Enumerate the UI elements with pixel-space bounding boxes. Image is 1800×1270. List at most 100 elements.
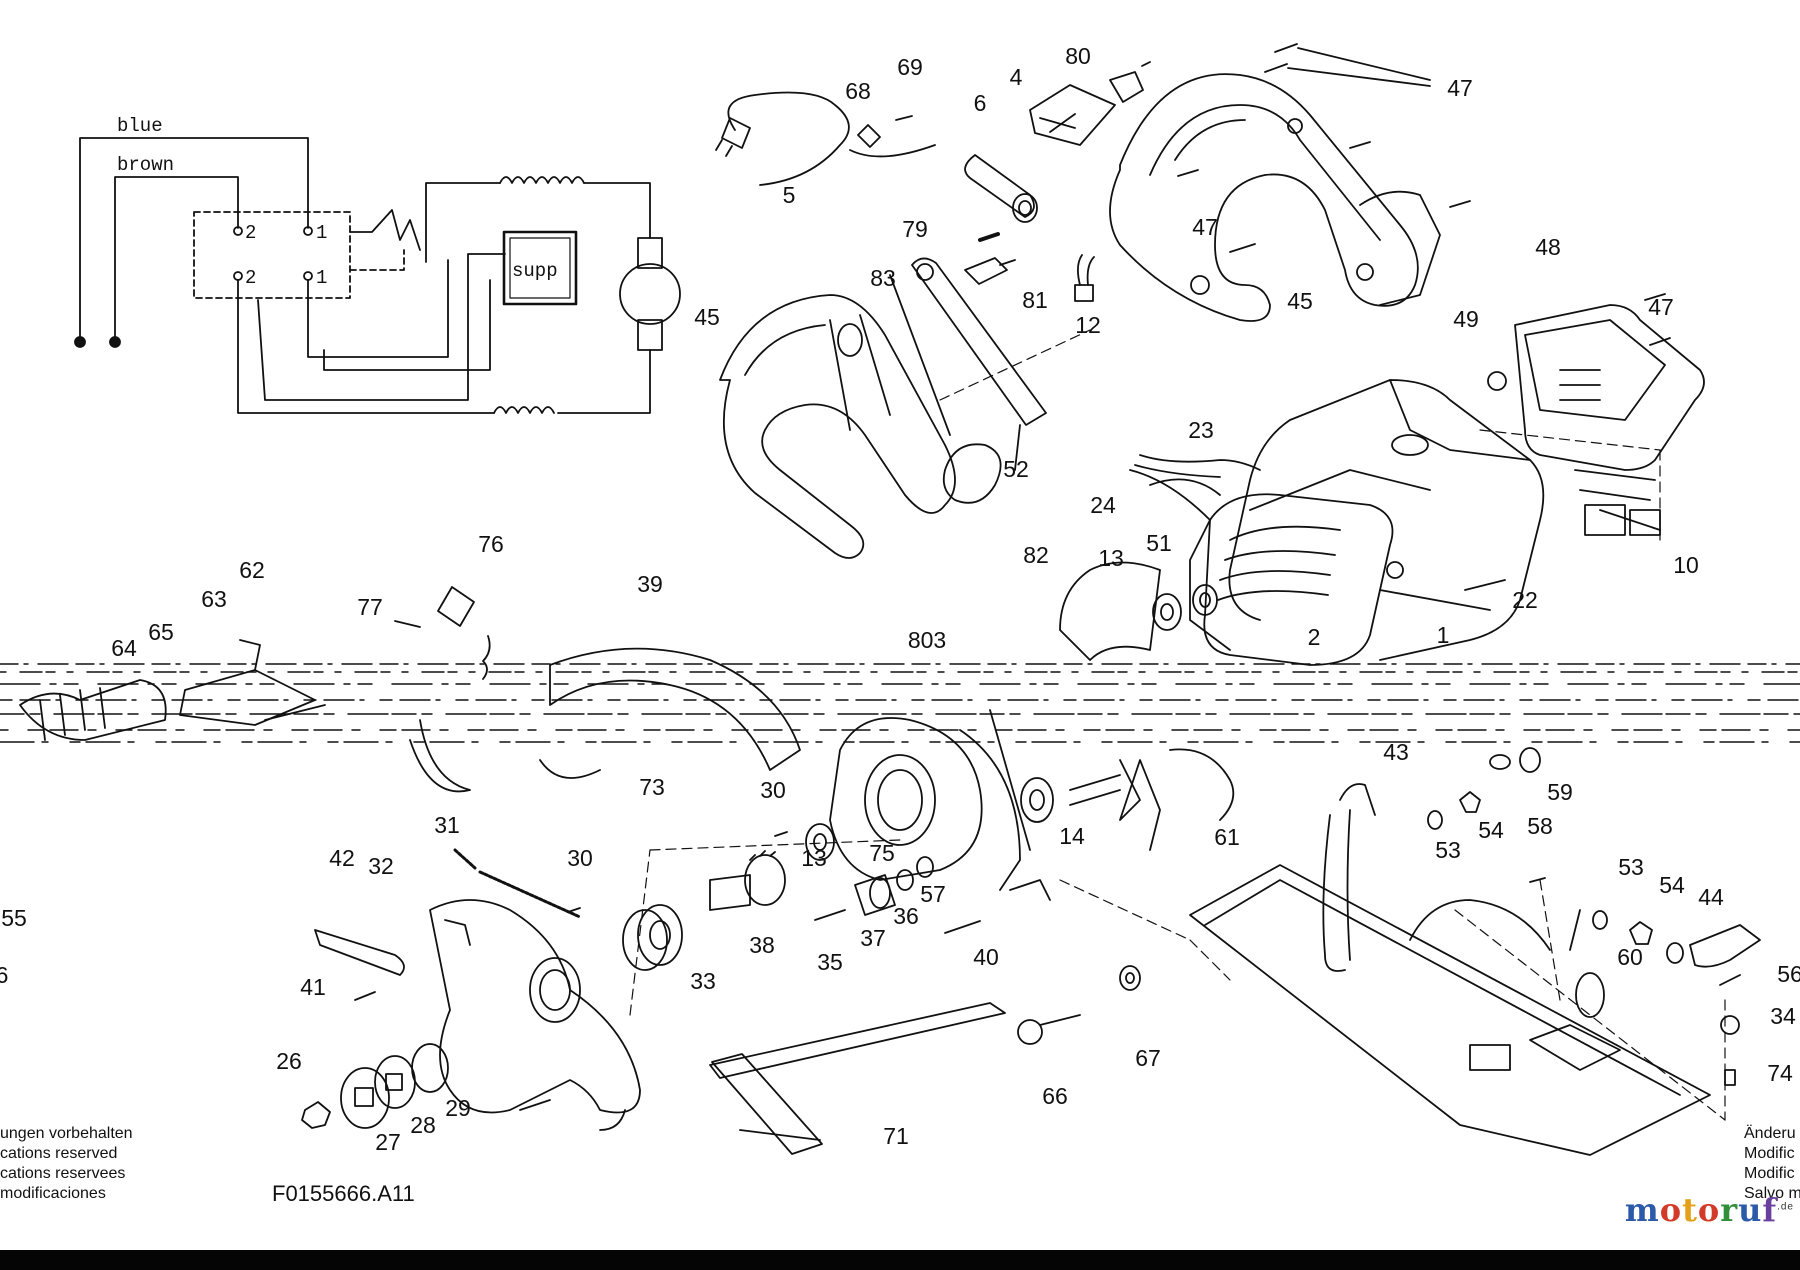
terminal-cover — [1487, 293, 1705, 536]
callout-12: 12 — [1075, 312, 1101, 338]
callout-6: 6 — [974, 90, 987, 116]
site-logo[interactable]: motoruf.de — [1625, 1191, 1794, 1229]
callout-32: 32 — [368, 853, 394, 879]
callout-74: 74 — [1767, 1060, 1793, 1086]
callout-62: 62 — [239, 557, 265, 583]
motor-wires — [1134, 454, 1261, 478]
rip-fence — [709, 1002, 1006, 1155]
logo-letter: r — [1720, 1191, 1739, 1229]
callout-47c: 47 — [1648, 294, 1674, 320]
callout-79: 79 — [902, 216, 928, 242]
callout-63: 63 — [201, 586, 227, 612]
right-fasteners — [1427, 747, 1761, 1086]
motor-symbol — [619, 263, 681, 325]
note-right-3: Modific — [1744, 1165, 1795, 1182]
switch-box — [193, 211, 351, 299]
callout-80: 80 — [1065, 43, 1091, 69]
bearing-33 — [622, 904, 683, 971]
callout-76: 76 — [478, 531, 504, 557]
callout-5: 5 — [783, 182, 796, 208]
knob-66 — [1017, 965, 1141, 1045]
note-right-4: Salvo m — [1744, 1185, 1800, 1202]
gear-housing — [829, 709, 1051, 901]
callout-1: 1 — [1437, 622, 1450, 648]
callout-51: 51 — [1146, 530, 1172, 556]
small-clip — [964, 232, 1016, 285]
logo-letter: u — [1738, 1191, 1763, 1229]
callout-803: 803 — [908, 627, 946, 653]
callout-40: 40 — [973, 944, 999, 970]
motor-housing — [1228, 379, 1545, 661]
power-cable — [715, 91, 936, 186]
callout-59: 59 — [1547, 779, 1573, 805]
callout-68: 68 — [845, 78, 871, 104]
callout-66: 66 — [1042, 1083, 1068, 1109]
screw-35 — [814, 909, 846, 921]
notes-right: Änderu Modific Modific Salvo m — [1744, 1124, 1800, 1204]
spring-pin — [394, 586, 491, 680]
scan-noise-band — [0, 663, 1800, 743]
screw-30b — [774, 831, 788, 837]
callout-14: 14 — [1059, 823, 1085, 849]
callout-23: 23 — [1188, 417, 1214, 443]
logo-letter: t — [1682, 1191, 1698, 1229]
callout-45b: 45 — [694, 304, 720, 330]
switch-part — [1029, 61, 1151, 146]
callout-75: 75 — [869, 840, 895, 866]
callout-29: 29 — [445, 1095, 471, 1121]
brown-wire — [114, 176, 239, 341]
spring-31 — [453, 848, 582, 919]
assembly-lines — [629, 329, 1726, 1121]
screw-22 — [1464, 579, 1506, 591]
note-right-2: Modific — [1744, 1145, 1795, 1162]
screw-30 — [567, 907, 581, 913]
note-right-1: Änderu — [1744, 1125, 1796, 1142]
callout-53a: 53 — [1435, 837, 1461, 863]
callout-30a: 30 — [760, 777, 786, 803]
callout-28: 28 — [410, 1112, 436, 1138]
callout-54b: 54 — [1659, 872, 1685, 898]
field-coil-top — [499, 176, 585, 184]
blade-guard-39 — [409, 647, 801, 793]
callout-53b: 53 — [1618, 854, 1644, 880]
handle-grip — [964, 154, 1038, 223]
callout-45a: 45 — [1287, 288, 1313, 314]
callout-82: 82 — [1023, 542, 1049, 568]
stator — [1129, 469, 1394, 666]
callout-65: 65 — [148, 619, 174, 645]
note-left-3: cations reservees — [0, 1165, 126, 1182]
callout-55: 55 — [1, 905, 27, 931]
callout-31: 31 — [434, 812, 460, 838]
callout-48: 48 — [1535, 234, 1561, 260]
logo-suffix: .de — [1777, 1201, 1794, 1213]
screws-47 — [1177, 43, 1471, 253]
suppressor-label: supp — [512, 260, 558, 282]
bearings-top — [1152, 584, 1218, 631]
gear-shaft-38 — [709, 823, 835, 911]
callout-71: 71 — [883, 1123, 909, 1149]
note-left-4: modificaciones — [0, 1185, 106, 1202]
bushing-37 — [854, 856, 934, 916]
callout-41: 41 — [300, 974, 326, 1000]
pin-40 — [944, 920, 981, 934]
callout-47b: 47 — [1192, 214, 1218, 240]
callout-26: 26 — [276, 1048, 302, 1074]
callout-47a: 47 — [1447, 75, 1473, 101]
field-coil-bottom — [493, 406, 555, 414]
callout-49: 49 — [1453, 306, 1479, 332]
callout-57: 57 — [920, 881, 946, 907]
callout-83: 83 — [870, 265, 896, 291]
callout-35: 35 — [817, 949, 843, 975]
notes-left: ungen vorbehalten cations reserved catio… — [0, 1124, 133, 1204]
callout-2: 2 — [1308, 624, 1321, 650]
note-left-2: cations reserved — [0, 1145, 118, 1162]
callout-56: 56 — [1777, 961, 1800, 987]
callout-60: 60 — [1617, 944, 1643, 970]
callout-13a: 13 — [1098, 545, 1124, 571]
screw-41 — [354, 991, 376, 1001]
callout-10: 10 — [1673, 552, 1699, 578]
logo-letter: o — [1697, 1191, 1721, 1229]
